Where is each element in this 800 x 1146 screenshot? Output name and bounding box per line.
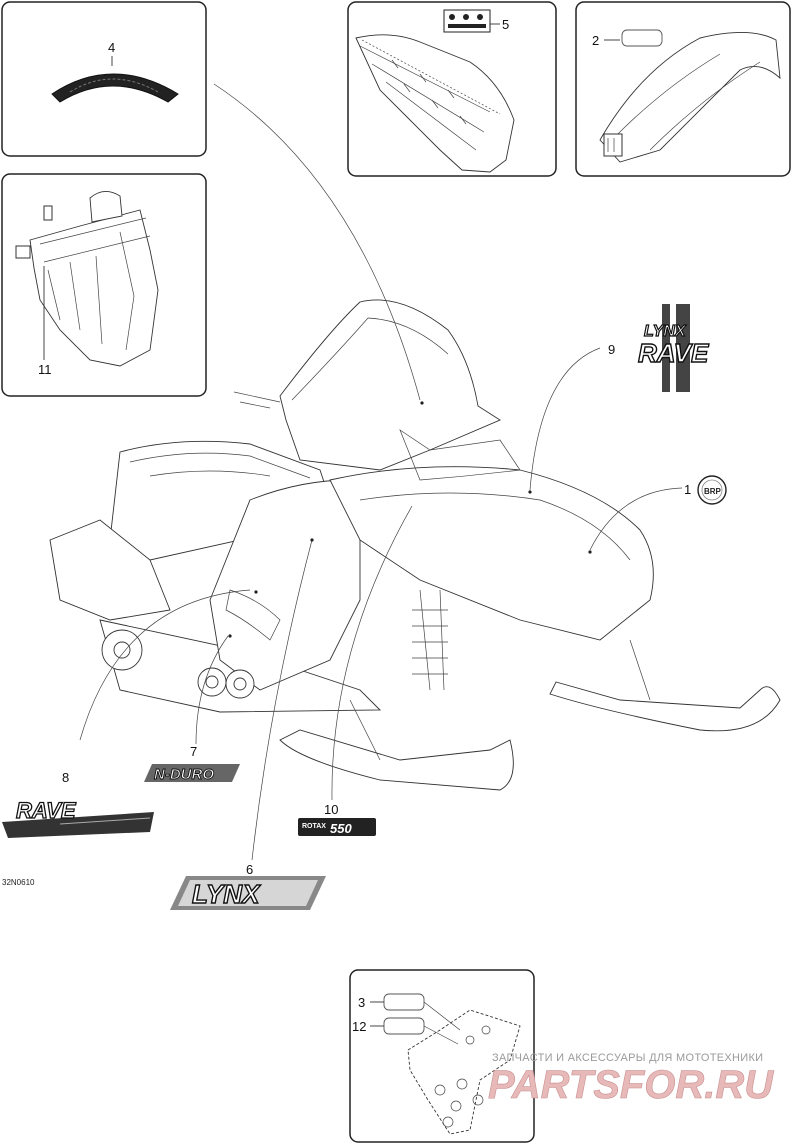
callout-3: 3 [358, 995, 365, 1010]
callout-7: 7 [190, 744, 197, 759]
leader-8 [79, 589, 251, 741]
rotax-model-text: 550 [330, 821, 352, 836]
inset-box-4 [1, 1, 207, 157]
label-blank-12 [383, 1017, 425, 1035]
decal-10-rotax: ROTAX 550 [298, 818, 376, 836]
inset-box-11 [1, 173, 207, 397]
oil-tank-part-11 [15, 191, 159, 367]
decal-8-text: RAVE [16, 798, 77, 823]
callout-8: 8 [62, 770, 69, 785]
callout-12: 12 [352, 1019, 366, 1034]
label-blank-3 [383, 993, 425, 1011]
callout-5: 5 [502, 17, 509, 32]
inset-box-3-12 [349, 969, 535, 1143]
decal-7-n-duro: N-DURO [144, 764, 240, 783]
inset-box-5 [347, 1, 557, 177]
diagram-code: 32N0610 [2, 878, 35, 887]
rear-flap-part-2 [599, 29, 781, 163]
label-blank-2 [621, 29, 663, 47]
leader-7 [195, 635, 229, 745]
decal-4-curved [51, 73, 179, 103]
decal-9-lynx-rave: LYNX RAVE [637, 304, 710, 392]
watermark-caption: ЗАПЧАСТИ И АКСЕССУАРЫ ДЛЯ МОТОТЕХНИКИ [492, 1052, 763, 1064]
inset-box-2 [575, 1, 791, 177]
leader-10 [331, 505, 413, 801]
callout-6: 6 [246, 862, 253, 877]
decal-8-rave: RAVE [2, 797, 154, 838]
badge-text: BRP [704, 487, 722, 496]
decal-9-bottom-text: RAVE [638, 338, 709, 368]
seat-part-5 [355, 9, 515, 173]
leader-1 [589, 487, 683, 551]
callout-9: 9 [608, 342, 615, 357]
callout-11: 11 [38, 362, 52, 377]
decal-9-top-text: LYNX [644, 323, 687, 340]
leader-4 [213, 83, 421, 401]
callout-4: 4 [108, 40, 115, 55]
leader-9 [529, 347, 601, 491]
callout-1: 1 [684, 482, 691, 497]
decal-1-badge: BRP [697, 475, 727, 505]
leader-6 [251, 539, 313, 861]
callout-2: 2 [592, 33, 599, 48]
snowmobile-drawing [49, 299, 781, 791]
decal-6-lynx: LYNX [170, 876, 326, 910]
warning-label-icon [443, 9, 491, 33]
decal-7-text: N-DURO [154, 766, 214, 783]
callout-10: 10 [324, 802, 338, 817]
watermark-logo: PARTSFOR.RU [488, 1063, 774, 1107]
decal-6-text: LYNX [192, 879, 261, 909]
rotax-brand-text: ROTAX [302, 823, 326, 830]
